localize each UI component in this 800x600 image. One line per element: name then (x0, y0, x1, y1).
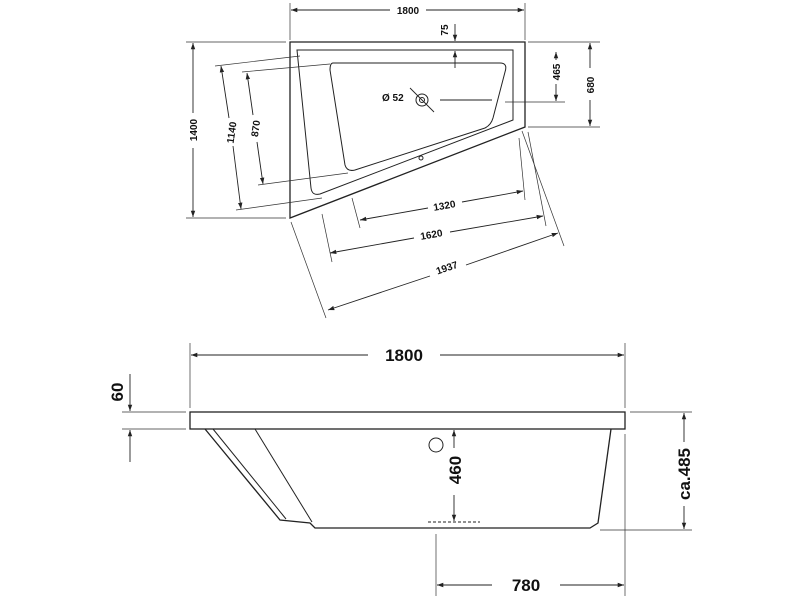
dim-1937-label: 1937 (435, 260, 460, 278)
dim-line (245, 72, 254, 116)
dim-680-label: 680 (586, 76, 597, 93)
ext-line (321, 213, 333, 263)
dim-line (327, 275, 431, 311)
dim-width-label: 1800 (397, 6, 420, 17)
drain-diameter-line (409, 87, 435, 113)
ext-line (351, 197, 361, 229)
tub-outer-outline (289, 41, 526, 219)
dim-edge-label: 75 (440, 24, 451, 36)
ext-line (290, 221, 327, 319)
tub-basin-outline (329, 62, 507, 171)
dim-1140-label: 1140 (226, 121, 240, 144)
dim-line (465, 232, 559, 266)
dim-870-label: 870 (250, 119, 263, 137)
side-dim-depth-label: 460 (446, 456, 465, 484)
ext-line (527, 131, 547, 227)
plan-view: Ø 52 1800 75 465 680 1400 1140 (186, 3, 600, 319)
dim-1320-label: 1320 (433, 199, 457, 214)
ext-line (214, 55, 301, 67)
ext-line (257, 172, 349, 186)
dim-line (461, 189, 524, 203)
drain-outer (415, 93, 429, 107)
side-view: 1800 60 460 ca.485 780 (108, 343, 694, 596)
side-dim-height-label: ca.485 (675, 448, 694, 500)
side-dim-width-label: 1800 (385, 346, 423, 365)
tub-shade-line (212, 428, 287, 520)
ext-line (518, 137, 526, 201)
drain-inner (419, 97, 425, 103)
side-dim-rim-label: 60 (108, 383, 127, 402)
dim-1620-label: 1620 (420, 228, 444, 243)
ext-line (241, 63, 331, 73)
overflow-mark (418, 155, 424, 161)
side-dim-drain-offset-label: 780 (512, 576, 540, 595)
dim-1400-label: 1400 (189, 118, 200, 141)
dim-line (449, 214, 544, 233)
tub-rim (189, 411, 626, 430)
ext-line (235, 197, 323, 211)
drain-diameter-label: Ø 52 (382, 93, 404, 104)
dim-line (329, 237, 415, 255)
tub-inner-outline (296, 49, 514, 195)
tub-body-outline (204, 428, 612, 529)
tub-inner-line (254, 428, 313, 523)
ext-line (521, 130, 565, 247)
dim-line (256, 141, 265, 185)
dim-line (219, 65, 230, 119)
overflow-outlet (428, 437, 444, 453)
dim-line (232, 145, 243, 210)
dim-465-label: 465 (552, 63, 563, 80)
dim-line (359, 207, 429, 222)
